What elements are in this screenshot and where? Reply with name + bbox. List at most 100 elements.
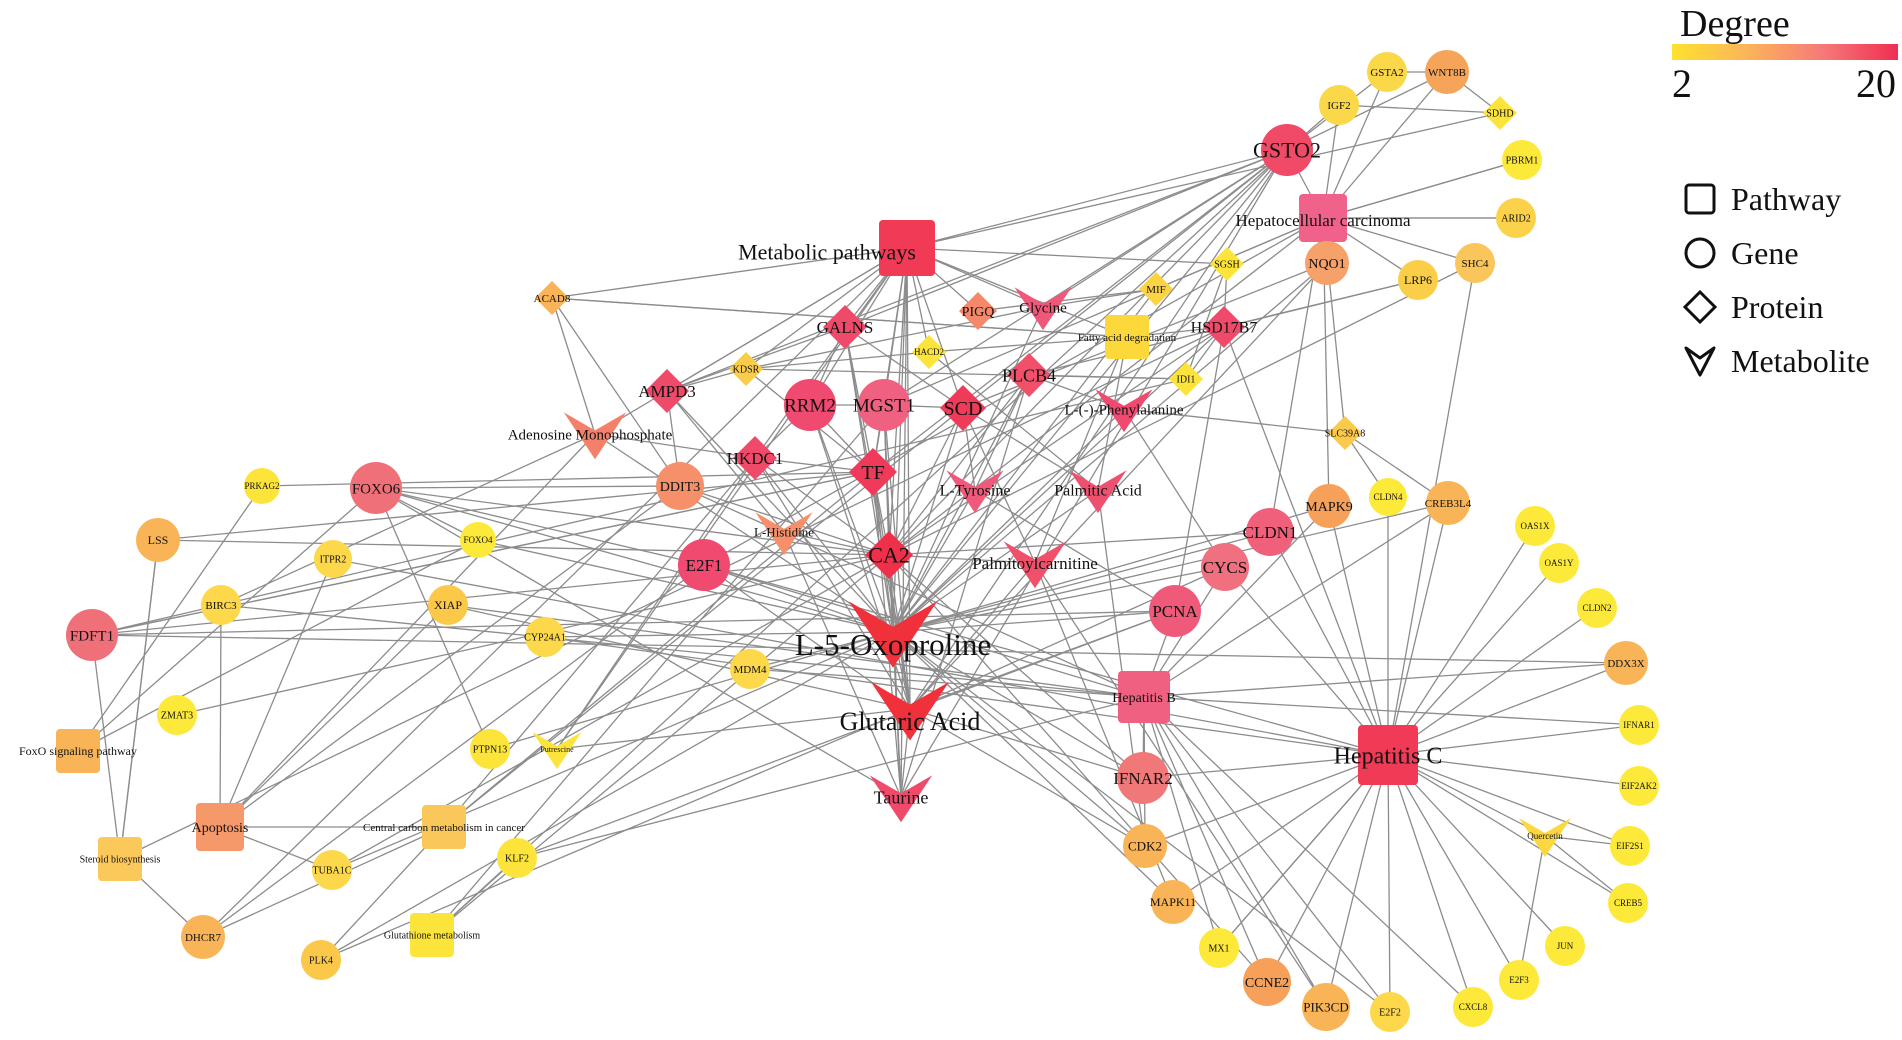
gene-circle [525, 617, 565, 657]
edge-Palmitoyl-Glutaric [909, 562, 1036, 710]
legend-row-gene: Gene [1683, 226, 1870, 280]
edge-KLF2-HepB [516, 696, 1145, 859]
node-plcb4: PLCB4 [1002, 353, 1056, 397]
node-nqo1: NQO1 [1305, 241, 1349, 285]
node-label: CYP24A1 [524, 633, 566, 644]
node-ddx3x: DDX3X [1604, 641, 1648, 685]
pathway-square [56, 729, 100, 773]
edge-DHCR7-E2F1 [202, 564, 705, 938]
edge-MP-ACAD8 [551, 247, 908, 299]
protein-diamond [729, 352, 763, 386]
edge-HepC-OAS1X [1387, 525, 1536, 756]
gene-circle [1515, 506, 1555, 546]
edge-Apoptosis-AMP [219, 433, 596, 828]
protein-diamond [959, 292, 997, 330]
gene-circle [1502, 140, 1542, 180]
edge-PTPN13-FOXO6 [375, 487, 491, 750]
edge-BIRC3-AMP [220, 433, 596, 606]
node-label: Metabolic pathways [738, 240, 916, 265]
node-mapk11: MAPK11 [1150, 880, 1196, 924]
edge-MIF-Glycine [1042, 288, 1157, 308]
edge-XIAP-Apoptosis [219, 604, 449, 828]
gene-circle [1425, 50, 1469, 94]
protein-diamond [865, 531, 913, 579]
node-e2f1: E2F1 [678, 539, 730, 591]
pathway-square [422, 805, 466, 849]
node-label: SDHD [1486, 109, 1513, 120]
gene-circle [1201, 543, 1249, 591]
node-cxcl8: CXCL8 [1453, 987, 1493, 1027]
edge-PLCB4-LTyr [974, 374, 1030, 491]
edge-HepC-EIF2AK2 [1387, 754, 1640, 787]
node-label: SGSH [1214, 260, 1240, 271]
edge-HCC-SHC4 [1322, 217, 1476, 264]
edge-HepB-PIK3CD [1143, 696, 1327, 1008]
edge-PTPN13-L5O [489, 631, 894, 750]
edge-HSD17B7-CA2 [888, 326, 1225, 556]
node-label: GSTO2 [1253, 138, 1321, 163]
node-taurine: Taurine [869, 775, 933, 823]
edge-KDSR-Glycine [745, 306, 1044, 370]
node-xiap: XIAP [428, 585, 468, 625]
protein-diamond [535, 281, 569, 315]
node-klf2: KLF2 [497, 838, 537, 878]
node-tf: TF [849, 448, 897, 496]
node-hacd2: HACD2 [912, 335, 946, 369]
legend-min-value: 2 [1672, 61, 1692, 106]
edge-GSTO2-TF [872, 149, 1288, 473]
node-label: CXCL8 [1459, 1002, 1488, 1012]
protein-diamond [1210, 247, 1244, 281]
gene-circle [1243, 958, 1291, 1006]
edge-SCD-L5O [892, 407, 964, 633]
node-kdsr: KDSR [729, 352, 763, 386]
pathway-square [879, 220, 935, 276]
node-ca2: CA2 [865, 531, 913, 579]
node-glut: Glutathione metabolism [384, 913, 480, 957]
legend-row-protein: Protein [1683, 280, 1870, 334]
arrowhead-icon [1684, 346, 1716, 377]
edge-IFNAR2-L5O [892, 631, 1144, 779]
node-rrm2: RRM2 [784, 379, 836, 431]
node-label: RRM2 [784, 396, 836, 417]
node-zmat3: ZMAT3 [157, 695, 197, 735]
edge-ACAD8-DDIT3 [551, 297, 681, 487]
node-foxo: FoxO signaling pathway [19, 729, 137, 773]
node-mif: MIF [1139, 272, 1173, 306]
edge-FOXO4-FoxO [77, 539, 479, 752]
edge-CLDN1-L5O [892, 531, 1271, 633]
gene-circle [1367, 52, 1407, 92]
node-label: E2F3 [1509, 975, 1529, 985]
edge-ITPR2-HepC [332, 558, 1389, 756]
edge-MIF-HCC [1155, 217, 1324, 290]
node-label: Steroid biosynthesis [80, 855, 161, 866]
gene-circle [1151, 880, 1195, 924]
gene-circle [460, 522, 496, 558]
metabolite-arrowhead [563, 412, 627, 460]
pathway-square [1358, 725, 1418, 785]
node-label: TF [861, 462, 884, 484]
edge-CCM-TF [443, 471, 874, 828]
gene-circle [201, 585, 241, 625]
node-label: Hepatocellular carcinoma [1235, 211, 1411, 230]
node-label: CREB5 [1614, 898, 1643, 908]
pathway-square [98, 837, 142, 881]
node-label: MAPK11 [1150, 895, 1196, 909]
edge-FDFT1-PCNA [91, 610, 1176, 636]
node-label: L-(-)-Phenylalanine [1064, 402, 1183, 418]
edge-BIRC3-HepB [220, 604, 1145, 698]
node-label: Fatty acid degradation [1078, 332, 1177, 344]
edge-GSTO2-CA2 [888, 149, 1288, 556]
edge-PLCB4-Taurine [900, 374, 1030, 798]
edge-MP-FAD [906, 247, 1128, 338]
node-label: MDM4 [733, 664, 767, 676]
edge-HepC-OAS1Y [1387, 562, 1560, 756]
pathway-square [1118, 671, 1170, 723]
node-hkdc1: HKDC1 [727, 436, 783, 480]
node-label: MIF [1146, 284, 1166, 296]
edge-RRM2-L5O [809, 404, 894, 633]
node-label: PRKAG2 [244, 481, 279, 491]
edge-HepC-E2F3 [1387, 754, 1520, 981]
node-label: PIGQ [962, 305, 995, 320]
node-dhcr7: DHCR7 [181, 915, 225, 959]
node-ampd3: AMPD3 [638, 369, 696, 413]
